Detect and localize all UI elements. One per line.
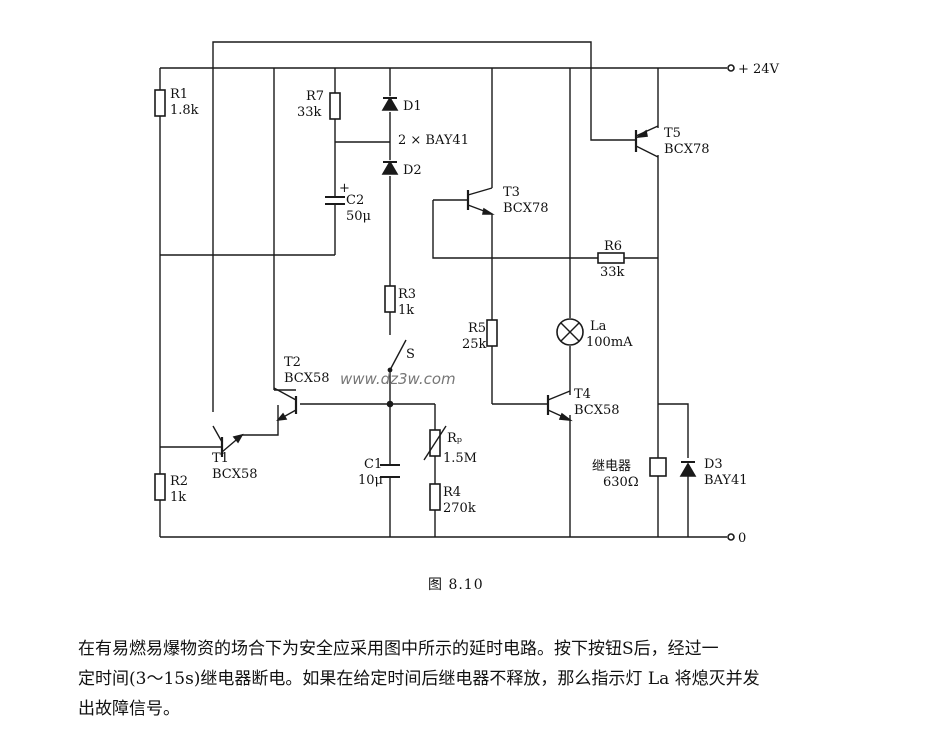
rp-value: 1.5M <box>443 451 477 466</box>
t5-value: BCX78 <box>664 142 710 157</box>
ground-label: 0 <box>738 531 746 546</box>
switch-s <box>387 339 407 373</box>
watermark: www.dz3w.com <box>340 370 456 388</box>
diode-d2 <box>381 160 399 175</box>
capacitor-c2 <box>325 190 345 210</box>
d1-label: D1 <box>403 99 422 114</box>
resistor-r4 <box>429 483 441 511</box>
la-label: La <box>590 319 607 334</box>
resistor-r1 <box>154 89 166 117</box>
junction-node <box>386 400 394 408</box>
t1-value: BCX58 <box>212 467 258 482</box>
rp-label: Rₚ <box>447 431 462 446</box>
t3-value: BCX78 <box>503 201 549 216</box>
r5-label: R5 <box>468 321 486 336</box>
r3-label: R3 <box>398 287 416 302</box>
d3-value: BAY41 <box>704 473 748 488</box>
circuit-schematic: + 24V 0 R1 1.8k R2 1k R7 33k D1 2 × BAY4… <box>154 41 780 546</box>
r6-label: R6 <box>604 239 622 254</box>
t2-label: T2 <box>284 355 301 370</box>
d12-note: 2 × BAY41 <box>398 133 469 148</box>
description-paragraph: 在有易燃易爆物资的场合下为安全应采用图中所示的延时电路。按下按钮S后，经过一 定… <box>78 634 898 724</box>
relay-value: 630Ω <box>603 475 639 490</box>
la-value: 100mA <box>586 335 633 350</box>
r5-value: 25k <box>462 337 487 352</box>
resistor-r2 <box>154 473 166 501</box>
t4-value: BCX58 <box>574 403 620 418</box>
transistor-t5 <box>634 125 659 158</box>
t3-label: T3 <box>503 185 520 200</box>
d2-label: D2 <box>403 163 422 178</box>
r3-value: 1k <box>398 303 414 318</box>
r2-label: R2 <box>170 474 188 489</box>
t1-label: T1 <box>212 451 229 466</box>
description-line: 在有易燃易爆物资的场合下为安全应采用图中所示的延时电路。按下按钮S后，经过一 <box>78 639 719 659</box>
capacitor-c1 <box>380 464 400 478</box>
c2-value: 50μ <box>346 209 371 224</box>
ground-terminal <box>727 533 735 541</box>
r1-label: R1 <box>170 87 188 102</box>
transistor-t1 <box>212 425 244 457</box>
c1-label: C1 <box>364 457 382 472</box>
description-line: 定时间(3～15s)继电器断电。如果在给定时间后继电器不释放，那么指示灯 La … <box>78 669 760 689</box>
transistor-t4 <box>546 390 573 422</box>
supply-label: + 24V <box>738 62 780 77</box>
potentiometer-rp <box>423 425 447 461</box>
c2-label: C2 <box>346 193 364 208</box>
r7-label: R7 <box>306 89 324 104</box>
relay-label: 继电器 <box>592 459 631 474</box>
wiring <box>159 41 727 538</box>
r7-value: 33k <box>297 105 322 120</box>
resistor-r7 <box>329 92 341 120</box>
diode-d3 <box>679 461 697 477</box>
r4-label: R4 <box>443 485 461 500</box>
t5-label: T5 <box>664 126 681 141</box>
d3-label: D3 <box>704 457 723 472</box>
diode-d1 <box>381 96 399 111</box>
resistor-r6 <box>597 252 625 264</box>
supply-terminal <box>727 64 735 72</box>
transistor-t3 <box>466 187 495 215</box>
resistor-r3 <box>384 285 396 313</box>
transistor-t2 <box>273 387 298 422</box>
r1-value: 1.8k <box>170 103 199 118</box>
s-label: S <box>406 347 415 362</box>
lamp-la <box>556 318 584 346</box>
resistor-r5 <box>486 319 498 347</box>
relay-coil <box>649 457 667 477</box>
c1-value: 10μ <box>358 473 383 488</box>
t4-label: T4 <box>574 387 591 402</box>
description-line: 出故障信号。 <box>78 699 180 719</box>
figure-caption: 图 8.10 <box>428 577 484 593</box>
r6-value: 33k <box>600 265 625 280</box>
r4-value: 270k <box>443 501 476 516</box>
c2-plus: + <box>339 181 350 196</box>
r2-value: 1k <box>170 490 186 505</box>
t2-value: BCX58 <box>284 371 330 386</box>
